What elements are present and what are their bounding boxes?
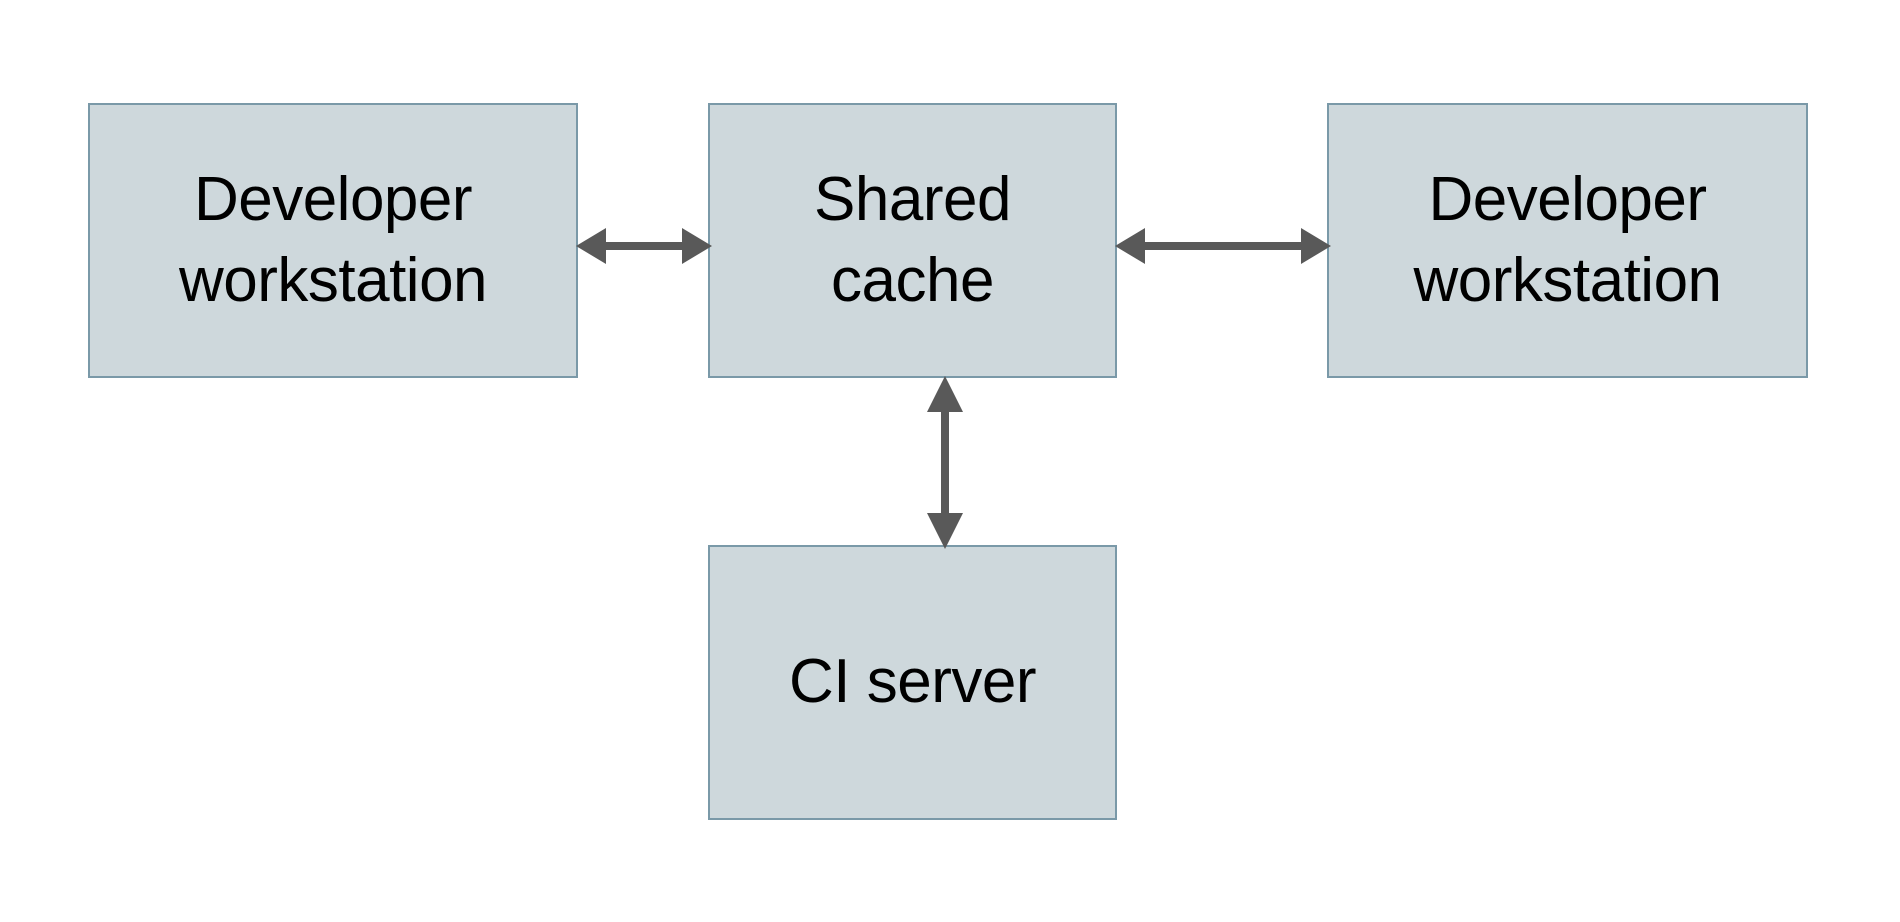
- edge-developer-workstation-left-to-shared-cache: [576, 215, 712, 277]
- edge-shared-cache-to-ci-server: [914, 376, 976, 549]
- double-headed-arrow-horizontal-icon: [576, 228, 712, 264]
- node-label-shared-cache: Shared cache: [814, 164, 1011, 315]
- node-ci-server[interactable]: CI server: [708, 545, 1117, 820]
- node-label-ci-server: CI server: [789, 647, 1036, 717]
- node-label-developer-workstation-right: Developer workstation: [1413, 164, 1722, 315]
- double-headed-arrow-horizontal-icon: [1115, 228, 1331, 264]
- node-shared-cache[interactable]: Shared cache: [708, 103, 1117, 378]
- node-label-developer-workstation-left: Developer workstation: [178, 164, 488, 315]
- node-developer-workstation-right[interactable]: Developer workstation: [1327, 103, 1808, 378]
- edge-shared-cache-to-developer-workstation-right: [1115, 215, 1331, 277]
- node-developer-workstation-left[interactable]: Developer workstation: [88, 103, 578, 378]
- double-headed-arrow-vertical-icon: [927, 376, 963, 549]
